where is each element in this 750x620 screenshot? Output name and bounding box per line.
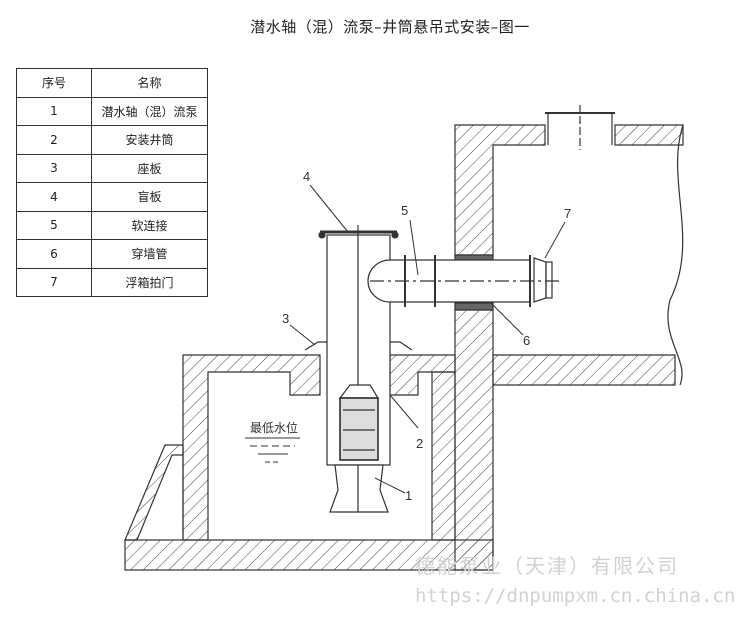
row-name: 安装井筒	[91, 125, 208, 155]
row-no: 5	[16, 210, 92, 240]
row-no: 2	[16, 125, 92, 155]
watermark-url: https://dnpumpxm.cn.china.cn	[415, 585, 736, 607]
row-no: 1	[16, 96, 92, 126]
break-line	[667, 124, 684, 386]
callout-1: 1	[405, 488, 412, 503]
header-name: 名称	[91, 68, 208, 98]
pump-body	[329, 384, 389, 513]
watermark-company: 德能泵业（天津）有限公司	[415, 554, 679, 578]
row-name: 座板	[91, 153, 208, 183]
roof-vent	[545, 105, 615, 150]
row-no: 7	[16, 267, 92, 297]
row-name: 盲板	[91, 182, 208, 212]
drawing-title: 潜水轴（混）流泵–井筒悬吊式安装–图一	[250, 18, 530, 36]
table-header-row: 序号 名称	[16, 68, 208, 98]
callout-4: 4	[303, 169, 310, 184]
callout-5: 5	[401, 203, 408, 218]
outlet-pipe	[367, 255, 560, 307]
row-no: 3	[16, 153, 92, 183]
wall-seal-bottom	[454, 302, 494, 311]
pit-walls	[124, 354, 494, 571]
callout-2: 2	[416, 436, 423, 451]
callout-6: 6	[523, 333, 530, 348]
callout-3: 3	[282, 311, 289, 326]
callout-7: 7	[564, 206, 571, 221]
row-no: 6	[16, 239, 92, 269]
building-wall	[454, 124, 684, 571]
row-name: 潜水轴（混）流泵	[91, 96, 208, 126]
flap-gate	[533, 257, 553, 303]
water-level-symbol	[245, 437, 300, 463]
row-name: 浮箱拍门	[91, 267, 208, 297]
callout-leaders	[289, 184, 566, 494]
header-no: 序号	[16, 68, 92, 98]
water-level-label: 最低水位	[250, 420, 298, 435]
